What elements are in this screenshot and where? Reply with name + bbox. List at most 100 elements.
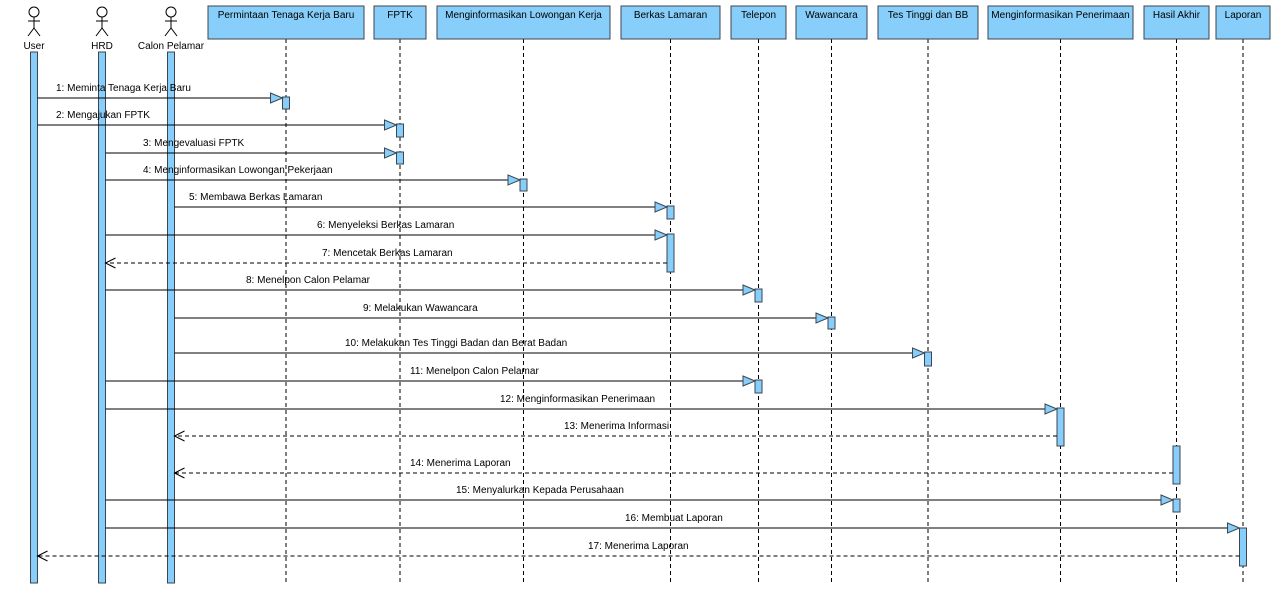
activation-bar-pelamar bbox=[167, 51, 175, 584]
message-label: 12: Menginformasikan Penerimaan bbox=[500, 394, 655, 405]
actor-hrd: HRD bbox=[91, 6, 113, 52]
actor-leg-right bbox=[33, 27, 41, 37]
activation-box-tes bbox=[924, 351, 932, 367]
message-8: 8: Menelpon Calon Pelamar bbox=[105, 275, 757, 296]
activation-box-berkas bbox=[666, 233, 675, 273]
actor-label: Calon Pelamar bbox=[138, 41, 205, 52]
object-box-hasil: Hasil Akhir bbox=[1143, 5, 1210, 40]
message-arrowhead-icon bbox=[742, 284, 757, 296]
message-label: 5: Membawa Berkas Lamaran bbox=[189, 192, 322, 203]
object-box-rect bbox=[877, 5, 979, 40]
message-arrowhead-icon bbox=[654, 229, 669, 241]
object-box-label: Menginformasikan Lowongan Kerja bbox=[445, 10, 602, 21]
message-arrowhead-icon bbox=[1227, 522, 1241, 534]
activation-box-hasil bbox=[1172, 498, 1181, 513]
object-box-label: Wawancara bbox=[805, 10, 858, 21]
object-box-rect bbox=[620, 5, 721, 40]
object-box-wawancara: Wawancara bbox=[795, 5, 868, 40]
object-box-rect bbox=[373, 5, 427, 40]
activation-box-telepon bbox=[754, 288, 763, 303]
message-arrowhead-icon bbox=[742, 375, 757, 387]
object-box-mlk: Menginformasikan Lowongan Kerja bbox=[436, 5, 611, 40]
object-box-rect bbox=[987, 5, 1134, 40]
message-arrowhead-icon bbox=[912, 347, 926, 359]
actor-leg-right bbox=[170, 27, 178, 37]
activation-box-ptkb bbox=[282, 96, 290, 110]
message-arrowhead-icon bbox=[270, 92, 284, 104]
message-11: 11: Menelpon Calon Pelamar bbox=[105, 366, 757, 387]
activation-bar-hrd bbox=[98, 51, 106, 584]
message-arrowhead-icon bbox=[384, 147, 398, 159]
return-arrowhead-icon bbox=[173, 467, 185, 479]
return-arrowhead-icon bbox=[36, 550, 48, 562]
message-15: 15: Menyalurkan Kepada Perusahaan bbox=[105, 485, 1175, 506]
object-box-label: Hasil Akhir bbox=[1153, 10, 1201, 21]
object-box-label: Menginformasikan Penerimaan bbox=[991, 10, 1129, 21]
actor-label: User bbox=[23, 41, 45, 52]
message-arrowhead-icon bbox=[815, 312, 830, 324]
actor-head-icon bbox=[28, 6, 40, 18]
actor-leg-right bbox=[101, 27, 109, 37]
message-label: 11: Menelpon Calon Pelamar bbox=[410, 366, 539, 377]
actor-label: HRD bbox=[91, 41, 113, 52]
message-arrowhead-icon bbox=[1160, 494, 1175, 506]
message-17: 17: Menerima Laporan bbox=[36, 541, 1240, 562]
activation-box-penerimaan bbox=[1056, 407, 1065, 447]
object-box-laporan: Laporan bbox=[1215, 5, 1271, 40]
message-label: 7: Mencetak Berkas Lamaran bbox=[322, 248, 453, 259]
object-box-berkas: Berkas Lamaran bbox=[620, 5, 721, 40]
activation-box-hasil bbox=[1172, 445, 1181, 485]
message-label: 8: Menelpon Calon Pelamar bbox=[246, 275, 371, 286]
object-box-rect bbox=[207, 5, 365, 40]
actor-pelamar: Calon Pelamar bbox=[138, 6, 205, 52]
object-box-rect bbox=[436, 5, 611, 40]
object-box-fptk: FPTK bbox=[373, 5, 427, 40]
message-label: 3: Mengevaluasi FPTK bbox=[143, 138, 244, 149]
message-arrowhead-icon bbox=[384, 119, 398, 131]
message-7: 7: Mencetak Berkas Lamaran bbox=[104, 248, 667, 269]
activation-box-mlk bbox=[519, 178, 528, 192]
actor-head-icon bbox=[165, 6, 177, 18]
activation-box-wawancara bbox=[827, 316, 836, 330]
message-14: 14: Menerima Laporan bbox=[173, 458, 1173, 479]
message-arrowhead-icon bbox=[1044, 403, 1059, 415]
message-label: 4: Menginformasikan Lowongan Pekerjaan bbox=[143, 165, 333, 176]
actor-leg-left bbox=[27, 27, 35, 37]
message-9: 9: Melakukan Wawancara bbox=[174, 303, 830, 324]
actor-head-icon bbox=[96, 6, 108, 18]
return-arrowhead-icon bbox=[173, 430, 185, 442]
message-1: 1: Meminta Tenaga Kerja Baru bbox=[37, 83, 284, 104]
activation-box-laporan bbox=[1239, 527, 1247, 567]
object-box-telepon: Telepon bbox=[730, 5, 787, 40]
message-arrowhead-icon bbox=[507, 174, 522, 186]
object-box-penerimaan: Menginformasikan Penerimaan bbox=[987, 5, 1134, 40]
object-box-tes: Tes Tinggi dan BB bbox=[877, 5, 979, 40]
message-4: 4: Menginformasikan Lowongan Pekerjaan bbox=[105, 165, 522, 186]
object-box-rect bbox=[795, 5, 868, 40]
actor-leg-left bbox=[164, 27, 172, 37]
activation-box-fptk bbox=[396, 151, 404, 165]
message-2: 2: Mengajukan FPTK bbox=[37, 110, 398, 131]
message-label: 13: Menerima Informasi bbox=[564, 421, 669, 432]
activation-box-fptk bbox=[396, 123, 404, 138]
message-label: 10: Melakukan Tes Tinggi Badan dan Berat… bbox=[345, 338, 567, 349]
message-3: 3: Mengevaluasi FPTK bbox=[105, 138, 398, 159]
return-arrowhead-icon bbox=[104, 257, 116, 269]
message-arrowhead-icon bbox=[654, 201, 669, 213]
object-box-label: Berkas Lamaran bbox=[634, 10, 707, 21]
message-label: 15: Menyalurkan Kepada Perusahaan bbox=[456, 485, 624, 496]
object-box-rect bbox=[1143, 5, 1210, 40]
message-label: 6: Menyeleksi Berkas Lamaran bbox=[317, 220, 454, 231]
message-6: 6: Menyeleksi Berkas Lamaran bbox=[105, 220, 669, 241]
object-box-ptkb: Permintaan Tenaga Kerja Baru bbox=[207, 5, 365, 40]
object-box-rect bbox=[1215, 5, 1271, 40]
activation-bar-user bbox=[30, 51, 38, 584]
message-label: 2: Mengajukan FPTK bbox=[56, 110, 150, 121]
activation-box-telepon bbox=[754, 379, 763, 394]
message-label: 17: Menerima Laporan bbox=[588, 541, 689, 552]
message-label: 16: Membuat Laporan bbox=[625, 513, 723, 524]
message-5: 5: Membawa Berkas Lamaran bbox=[174, 192, 669, 213]
object-box-label: Permintaan Tenaga Kerja Baru bbox=[218, 10, 355, 21]
object-box-label: Laporan bbox=[1225, 10, 1262, 21]
actor-user: User bbox=[23, 6, 45, 52]
